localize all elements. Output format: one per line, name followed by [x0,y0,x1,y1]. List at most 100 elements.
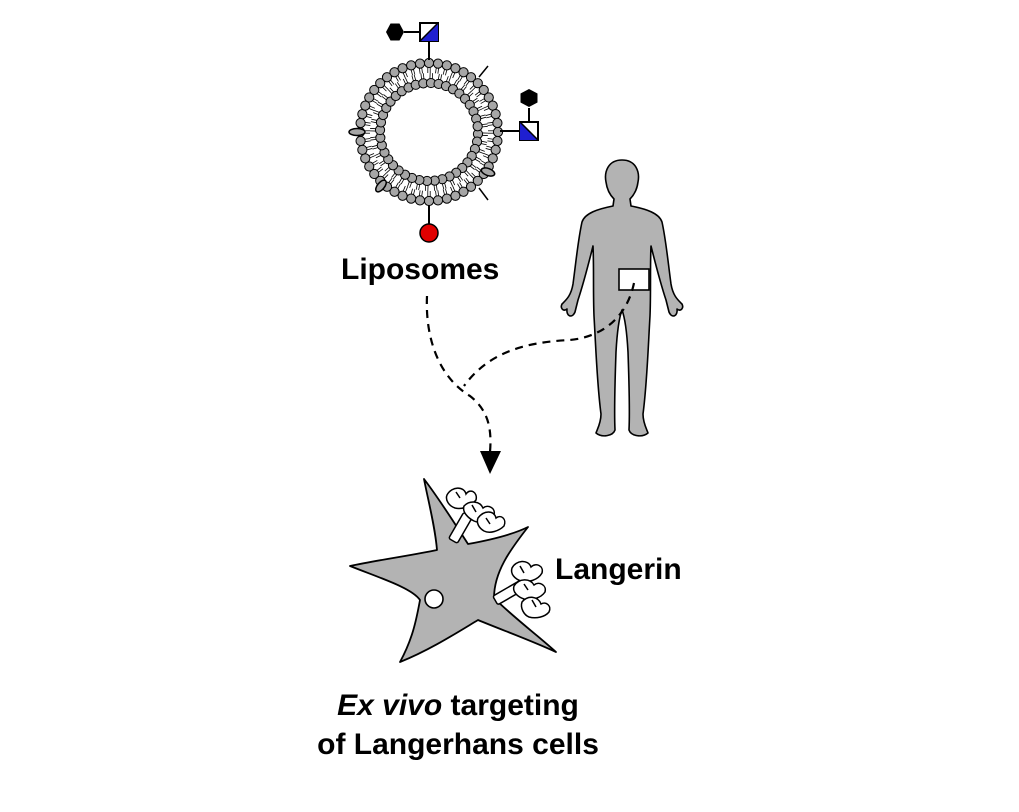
lipid-tail [370,138,377,141]
lipid-tail [397,183,401,190]
lipid-tail [398,177,403,184]
lipid-tail [376,166,382,171]
lipid-head [465,72,477,83]
lipid-tail [487,124,494,126]
lipid-tail [412,68,416,75]
lipid-tail [387,89,393,95]
lipid-head [441,193,452,204]
lipid-tail [452,185,456,192]
lipid-tail [487,138,494,140]
lipid-tail [381,86,387,92]
lipid-tail [473,99,479,104]
lipid-tail [404,71,408,78]
lipid-tail [371,144,378,148]
lipid-tail [459,182,463,188]
lipid-tail [448,76,451,83]
lipid-tail [452,72,456,79]
lipid-tail [471,163,477,168]
lipid-tail [465,80,470,87]
lipid-tail [471,86,477,92]
lipid-tail [388,80,393,87]
lipid-head [487,153,498,164]
lipid-tail [474,168,481,173]
lipid-tail [391,172,396,178]
lipid-head [357,109,368,120]
lipid-tail [487,121,494,124]
lipid-tail [463,79,468,85]
lipid-head [381,72,393,83]
lipid-tail [381,172,387,178]
lipid-tail [365,115,372,119]
lipid-head [357,144,368,155]
lipid-tail [455,80,460,87]
lipid-head [432,195,444,206]
lipid-tail [407,181,410,188]
lipid-tail [450,186,454,193]
lipid-tail [459,175,464,181]
lipid-tail [376,93,382,98]
lipid-tail [384,166,390,172]
lipid-tail [390,179,395,185]
lipid-tail [395,76,399,82]
lipid-tail [437,73,440,80]
langerin-receptor-icon [492,560,551,619]
lipid-tail [373,98,379,102]
lipid-tail [468,92,474,98]
lipid-tail [402,72,406,79]
lipid-tail [368,153,375,157]
lipid-tail [478,151,485,154]
lipid-tail [364,124,371,126]
lipid-head [492,117,503,129]
lipid-head [355,135,366,147]
lipid-head [472,175,483,186]
lipid-tail [369,155,376,159]
lipid-tail [410,69,413,76]
lipid-tail [383,94,389,99]
lipid-tail [476,93,482,98]
lipid-tail [437,67,440,74]
lipid-tail [486,145,493,149]
lipid-head [397,63,408,74]
lipid-tail [481,123,488,126]
figure-caption: Ex vivo targeting of Langerhans cells [258,686,658,764]
lipid-tail [377,91,384,96]
lipid-tail [390,79,395,85]
liposome-surface-marks [348,65,496,201]
lipid-head [432,58,444,69]
lipid-tail [476,105,483,110]
lipid-tail [373,110,380,113]
lipid-head [450,190,461,201]
lipid-tail [389,87,395,93]
lipid-head [355,117,366,129]
glycan-hexagon-icon [386,23,404,41]
lipid-tail [435,67,437,74]
lipid-tail [388,177,393,184]
glycan-ligand-top-icon [386,22,439,60]
lipid-tail [480,100,487,104]
lipid-tail [396,82,401,88]
lipid-head [360,100,371,111]
lipid-head [472,78,483,89]
lipid-tail [375,154,382,159]
lipid-tail [366,113,373,116]
lipid-head [478,84,489,96]
lipid-tail [453,79,458,86]
lipid-head [472,121,483,132]
lipid-tail [459,76,463,82]
lipid-head [406,60,417,71]
lipid-tail [457,183,461,190]
lipid-tail [462,86,467,92]
lipid-head [492,135,503,147]
lipid-tail [372,147,379,150]
lipid-tail [483,107,490,111]
lipid-tail [411,75,414,82]
lipid-tail [377,168,384,173]
lipid-tail [422,73,425,80]
lipid-tail [370,121,377,124]
lipid-tail [457,176,462,182]
lipid-tail [469,84,475,90]
langerin-receptor-icon [445,487,506,544]
lipid-tail [474,91,481,96]
liposomes-label: Liposomes [341,253,500,286]
lipid-head [490,144,501,155]
